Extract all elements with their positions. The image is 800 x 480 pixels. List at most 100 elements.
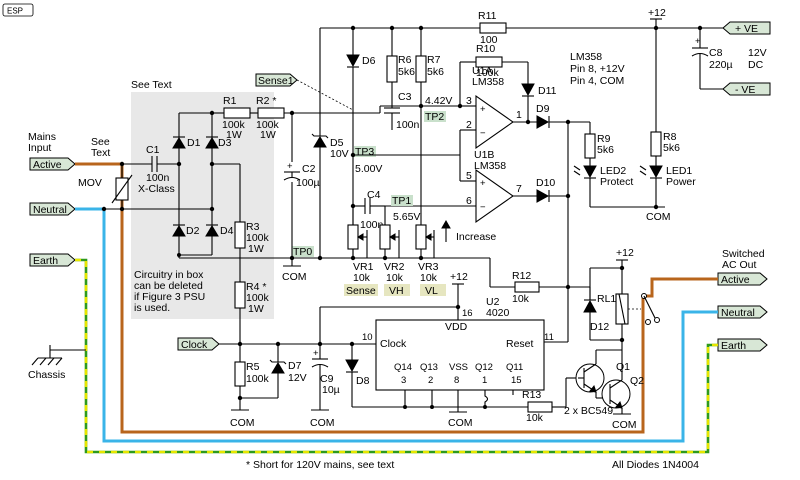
u2-pin2: 2 bbox=[428, 375, 433, 407]
u1b-opamp: + − bbox=[475, 168, 514, 224]
tp2-label: TP2 bbox=[425, 111, 444, 123]
svg-text:−: − bbox=[480, 202, 486, 213]
d7-value: 12V bbox=[288, 372, 307, 384]
tp0-label: TP0 bbox=[293, 246, 312, 258]
lm358-note-pin8: Pin 8, +12V bbox=[570, 63, 625, 75]
vr3-label: VR3 bbox=[418, 261, 439, 273]
earth-wire bbox=[75, 258, 718, 454]
svg-text:ESP: ESP bbox=[7, 7, 23, 16]
d1-label: D1 bbox=[187, 137, 201, 149]
r11-label: R11 bbox=[478, 10, 497, 22]
mains-input-label: Mains bbox=[28, 131, 56, 143]
u2-pin1: 1 bbox=[482, 375, 489, 407]
svg-text:Active: Active bbox=[33, 159, 62, 171]
led2-label: LED2 bbox=[600, 165, 626, 177]
tp2-voltage: 4.42V bbox=[425, 95, 452, 107]
svg-text:Earth: Earth bbox=[721, 340, 746, 352]
svg-text:Circuitry in box: Circuitry in box bbox=[134, 269, 204, 281]
u2-q14: Q14 bbox=[394, 362, 412, 373]
r12-value: 10k bbox=[512, 293, 530, 305]
com-label-1: COM bbox=[282, 271, 307, 283]
svg-text:Neutral: Neutral bbox=[721, 307, 755, 319]
r3-label: R3 bbox=[246, 221, 260, 233]
vr2-label: VR2 bbox=[384, 261, 405, 273]
q1-label: Q1 bbox=[616, 361, 630, 373]
vr3-pot bbox=[415, 224, 427, 250]
r2-value: 100k bbox=[256, 119, 280, 131]
r1-power: 1W bbox=[226, 129, 242, 141]
r1-label: R1 bbox=[223, 95, 237, 107]
r8-label: R8 bbox=[663, 131, 677, 143]
r9-label: R9 bbox=[597, 133, 611, 145]
mov bbox=[111, 164, 133, 209]
svg-text:Neutral: Neutral bbox=[33, 204, 67, 216]
svg-text:can be deleted: can be deleted bbox=[134, 280, 203, 292]
r13-value: 10k bbox=[526, 412, 544, 424]
svg-text:Active: Active bbox=[721, 274, 750, 286]
r10-resistor bbox=[475, 56, 503, 68]
svg-text:8: 8 bbox=[454, 375, 459, 386]
c9-label: C9 bbox=[320, 373, 334, 385]
c3-value: 100n bbox=[396, 119, 420, 131]
r4-value: 100k bbox=[246, 292, 270, 304]
svg-text:Sense1: Sense1 bbox=[258, 75, 294, 87]
u1b-type: LM358 bbox=[474, 160, 506, 172]
rl1-contacts bbox=[641, 293, 660, 325]
svg-text:+: + bbox=[695, 36, 701, 47]
q-type-label: 2 x BC549 bbox=[564, 405, 613, 417]
tp1-voltage: 5.65V bbox=[393, 211, 420, 223]
u1a-opamp: + − bbox=[475, 94, 514, 150]
lm358-note-pin4: Pin 4, COM bbox=[570, 75, 624, 87]
pin10: 10 bbox=[362, 332, 373, 343]
r6-label: R6 bbox=[398, 54, 412, 66]
r4-label: R4 * bbox=[246, 281, 266, 293]
d11-diode bbox=[521, 83, 535, 97]
r12-resistor bbox=[514, 281, 540, 293]
d9-diode bbox=[536, 115, 550, 129]
d8-label: D8 bbox=[356, 375, 370, 387]
c4-label: C4 bbox=[367, 189, 381, 201]
u1a-label: U1A bbox=[472, 65, 492, 77]
d11-label: D11 bbox=[538, 85, 557, 97]
pin-a1: 1 bbox=[516, 109, 522, 121]
c4-value: 100n bbox=[360, 219, 384, 231]
u2-q13: Q13 bbox=[420, 362, 438, 373]
led2-desc: Protect bbox=[600, 176, 633, 188]
c3-label: C3 bbox=[398, 91, 412, 103]
com-label-u2: COM bbox=[448, 417, 473, 429]
tag-neutral-in: Neutral bbox=[29, 202, 76, 216]
r1-value: 100k bbox=[222, 119, 246, 131]
vr2-pot bbox=[379, 224, 391, 250]
vr2-value: 10k bbox=[386, 272, 404, 284]
vr1-pot bbox=[347, 224, 359, 250]
pin-b5: 5 bbox=[466, 170, 472, 182]
psu-type: DC bbox=[748, 59, 764, 71]
r13-label: R13 bbox=[522, 389, 541, 401]
r3-value: 100k bbox=[246, 232, 270, 244]
d10-label: D10 bbox=[536, 177, 555, 189]
pin-a2: 2 bbox=[466, 119, 472, 131]
r1-resistor bbox=[223, 107, 251, 119]
vl-label: VL bbox=[425, 285, 438, 297]
svg-text:2: 2 bbox=[428, 375, 433, 386]
d9-label: D9 bbox=[536, 103, 550, 115]
u2-pin8: 8 bbox=[454, 375, 459, 412]
tag-sense1: Sense1 bbox=[255, 73, 298, 87]
pin-b6: 6 bbox=[466, 195, 472, 207]
r8-value: 5k6 bbox=[663, 142, 680, 154]
pin11: 11 bbox=[544, 332, 554, 343]
plus12-top: +12 bbox=[648, 7, 666, 19]
r5-label: R5 bbox=[246, 361, 260, 373]
c8-value: 220µ bbox=[709, 59, 733, 71]
svg-text:+: + bbox=[480, 104, 486, 115]
c1-type: X-Class bbox=[138, 183, 175, 195]
d2-label: D2 bbox=[186, 225, 200, 237]
c1-label: C1 bbox=[146, 144, 160, 156]
svg-text:+: + bbox=[287, 161, 293, 172]
r10-label: R10 bbox=[476, 43, 495, 55]
r13-resistor bbox=[527, 401, 553, 413]
svg-text:−: − bbox=[480, 128, 486, 139]
u2-vss: VSS bbox=[449, 362, 468, 373]
c1-value: 100n bbox=[146, 172, 170, 184]
r11-value: 100 bbox=[480, 34, 498, 46]
